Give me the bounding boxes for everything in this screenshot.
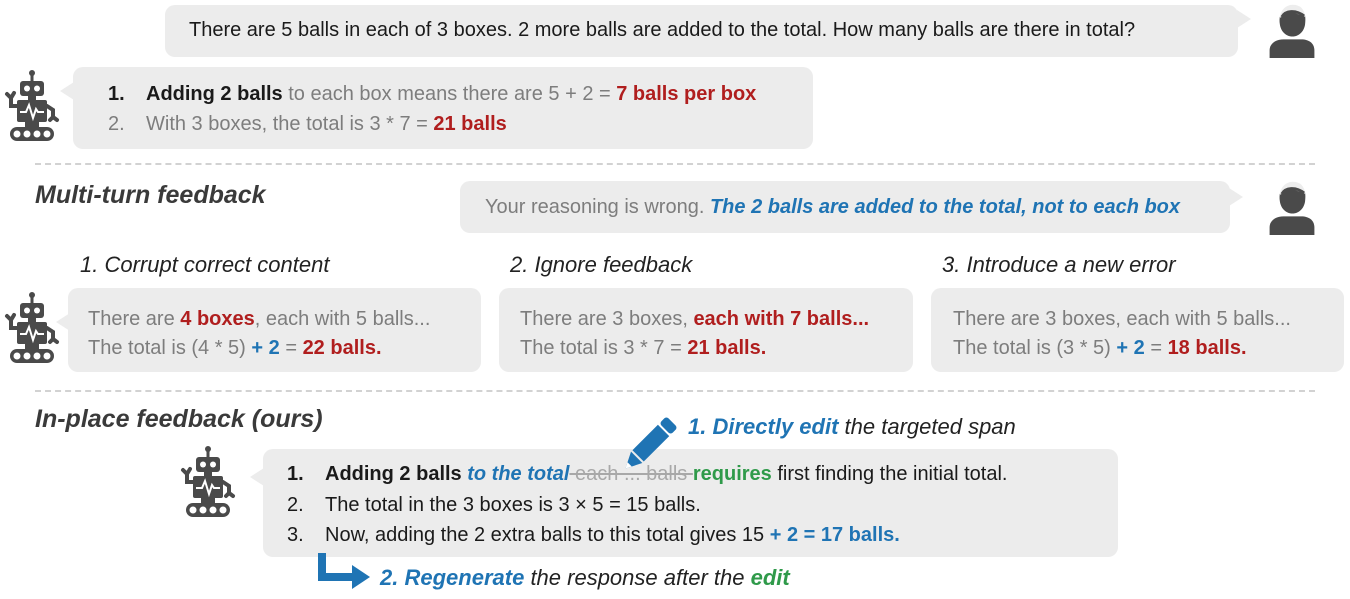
feedback-text: Your reasoning is wrong. The 2 balls are…: [485, 193, 1180, 222]
step-text: the targeted span: [838, 414, 1016, 439]
edited-response-bubble: 1. Adding 2 balls to the total each ... b…: [263, 449, 1118, 557]
answer-text: With 3 boxes, the total is 3 * 7 =: [146, 113, 434, 135]
line-number: 2.: [108, 113, 125, 135]
step-label: Regenerate: [404, 565, 525, 590]
case-text: =: [1144, 337, 1168, 359]
user-icon: [1266, 2, 1318, 58]
feedback-plain: Your reasoning is wrong.: [485, 196, 710, 218]
case-error-text: each with 7 balls...: [693, 308, 870, 330]
case-bubble-2: There are 3 boxes, each with 7 balls... …: [499, 288, 913, 372]
feedback-bubble-tail: [1229, 188, 1243, 206]
case-error-text: 21 balls.: [687, 337, 767, 359]
edited-text: The total in the 3 boxes is 3 × 5 = 15 b…: [325, 494, 701, 516]
in-place-title: In-place feedback (ours): [35, 405, 323, 433]
case-title-1: 1. Corrupt correct content: [80, 252, 330, 277]
answer-text: to each box means there are 5 + 2 =: [282, 83, 617, 105]
answer-error-text: 7 balls per box: [616, 83, 757, 105]
case-text: , each with 5 balls...: [254, 308, 431, 330]
case-bubble-3: There are 3 boxes, each with 5 balls... …: [931, 288, 1344, 372]
case-text: There are 3 boxes, each with 5 balls...: [953, 308, 1291, 330]
case-line-2: The total is 3 * 7 = 21 balls.: [520, 334, 766, 363]
step-1-annotation: 1. Directly edit the targeted span: [688, 414, 1016, 440]
case-error-text: 22 balls.: [302, 337, 382, 359]
case-error-text: 4 boxes: [180, 308, 255, 330]
case-title-2: 2. Ignore feedback: [510, 252, 693, 277]
question-bubble: There are 5 balls in each of 3 boxes. 2 …: [165, 5, 1238, 57]
arrow-icon: [318, 553, 370, 589]
robot-icon: [180, 446, 236, 518]
feedback-highlight: The 2 balls are added to the total, not …: [709, 196, 1181, 218]
case-text: The total is (4 * 5): [88, 337, 252, 359]
initial-answer-bubble: 1. Adding 2 balls to each box means there…: [73, 67, 813, 149]
edited-line-3: 3. Now, adding the 2 extra balls to this …: [287, 521, 900, 550]
step-number: 2.: [380, 565, 399, 590]
edited-text: first finding the initial total.: [771, 463, 1008, 485]
edited-bold-text: Adding 2 balls: [325, 463, 468, 485]
answer-bubble-tail: [60, 82, 74, 100]
case-title-3: 3. Introduce a new error: [942, 252, 1176, 277]
deleted-text: each ... balls: [569, 463, 693, 485]
regenerated-text: requires: [692, 463, 772, 485]
step-highlight: edit: [750, 565, 790, 590]
step-text: the response after the: [524, 565, 751, 590]
edited-line-2: 2. The total in the 3 boxes is 3 × 5 = 15…: [287, 491, 701, 520]
case-text: There are: [88, 308, 181, 330]
edited-text: Now, adding the 2 extra balls to this to…: [325, 524, 770, 546]
step-label: Directly edit: [712, 414, 839, 439]
line-number: 2.: [287, 494, 304, 516]
step-2-annotation: 2. Regenerate the response after the edi…: [380, 565, 790, 591]
pencil-icon: [625, 417, 677, 469]
case-fix-text: + 2: [251, 337, 280, 359]
line-number: 3.: [287, 524, 304, 546]
case-bubble-tail: [56, 313, 70, 331]
section-divider: [35, 163, 1315, 165]
case-line-1: There are 4 boxes, each with 5 balls...: [88, 305, 430, 334]
case-error-text: 18 balls.: [1167, 337, 1247, 359]
case-text: The total is 3 * 7 =: [520, 337, 688, 359]
robot-icon: [4, 70, 60, 142]
step-number: 1.: [688, 414, 707, 439]
case-line-2: The total is (4 * 5) + 2 = 22 balls.: [88, 334, 382, 363]
robot-icon: [4, 292, 60, 364]
corrected-text: + 2 = 17 balls.: [769, 524, 900, 546]
line-number: 1.: [108, 83, 125, 105]
section-divider: [35, 390, 1315, 392]
user-icon: [1266, 179, 1318, 235]
question-text: There are 5 balls in each of 3 boxes. 2 …: [189, 19, 1136, 41]
multi-turn-title: Multi-turn feedback: [35, 181, 266, 209]
case-text: There are 3 boxes,: [520, 308, 694, 330]
inserted-text: to the total: [467, 463, 570, 485]
line-number: 1.: [287, 463, 304, 485]
case-line-1: There are 3 boxes, each with 5 balls...: [953, 305, 1291, 334]
answer-line-2: 2. With 3 boxes, the total is 3 * 7 = 21 …: [108, 110, 507, 139]
case-bubble-1: There are 4 boxes, each with 5 balls... …: [68, 288, 481, 372]
answer-line-1: 1. Adding 2 balls to each box means there…: [108, 80, 756, 109]
case-text: The total is (3 * 5): [953, 337, 1117, 359]
answer-error-text: 21 balls: [433, 113, 507, 135]
answer-bold-text: Adding 2 balls: [146, 83, 283, 105]
feedback-bubble: Your reasoning is wrong. The 2 balls are…: [460, 181, 1230, 233]
case-line-2: The total is (3 * 5) + 2 = 18 balls.: [953, 334, 1247, 363]
edited-line-1: 1. Adding 2 balls to the total each ... b…: [287, 460, 1008, 489]
case-text: =: [279, 337, 303, 359]
edit-bubble-tail: [250, 468, 264, 486]
case-fix-text: + 2: [1116, 337, 1145, 359]
question-bubble-tail: [1237, 10, 1251, 28]
case-line-1: There are 3 boxes, each with 7 balls...: [520, 305, 869, 334]
